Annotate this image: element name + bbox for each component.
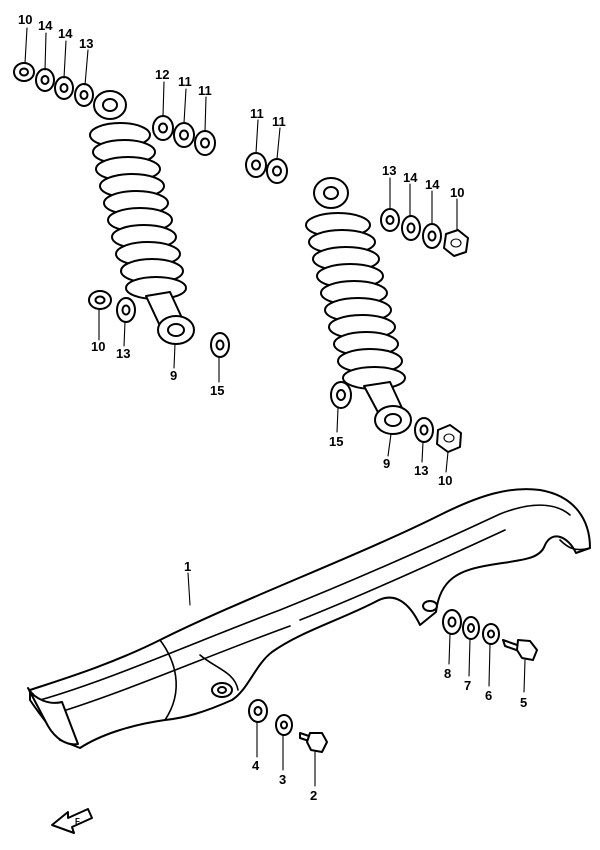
callout-15: 15 (329, 434, 343, 449)
callout-13: 13 (382, 163, 396, 178)
washer-icon (152, 115, 174, 141)
callout-14: 14 (425, 177, 440, 192)
washer-icon (54, 76, 74, 100)
callout-8: 8 (444, 666, 451, 681)
washer-icon (173, 122, 195, 148)
washer-icon (194, 130, 216, 156)
hardware-washers-nuts (13, 62, 538, 753)
front-arrow-label: F (75, 817, 80, 826)
callout-2: 2 (310, 788, 317, 803)
washer-icon (275, 714, 293, 736)
washer-icon (380, 208, 400, 232)
bolt-icon (502, 639, 538, 661)
nut-icon (443, 229, 469, 257)
callout-9: 9 (383, 456, 390, 471)
washer-icon (245, 152, 267, 178)
washer-icon (482, 623, 500, 645)
washer-icon (401, 215, 421, 241)
callout-11: 11 (250, 106, 264, 121)
washer-icon (414, 417, 434, 443)
callout-13: 13 (116, 346, 130, 361)
callout-11: 11 (272, 114, 286, 129)
callout-14: 14 (58, 26, 73, 41)
washer-icon (330, 381, 352, 409)
left-shock-absorber (89, 90, 195, 345)
washer-icon (210, 332, 230, 358)
callout-15: 15 (210, 383, 224, 398)
callout-4: 4 (252, 758, 260, 773)
washer-icon (462, 616, 480, 640)
washer-icon (116, 297, 136, 323)
callout-1: 1 (184, 559, 191, 574)
callout-7: 7 (464, 678, 471, 693)
nut-icon (436, 424, 462, 453)
callout-14: 14 (38, 18, 53, 33)
callout-14: 14 (403, 170, 418, 185)
callout-5: 5 (520, 695, 527, 710)
washer-icon (266, 158, 288, 184)
callout-10: 10 (438, 473, 452, 488)
callout-11: 11 (198, 83, 212, 98)
washer-icon (442, 609, 462, 635)
callout-3: 3 (279, 772, 286, 787)
washer-icon (248, 699, 268, 723)
callout-12: 12 (155, 67, 169, 82)
callout-10: 10 (91, 339, 105, 354)
washer-icon (35, 68, 55, 92)
callout-labels: 10 14 14 13 12 11 11 11 11 10 13 9 15 13… (18, 12, 527, 803)
right-shock-absorber (305, 177, 412, 435)
nut-icon (13, 62, 35, 82)
callout-10: 10 (18, 12, 32, 27)
washer-icon (74, 83, 94, 107)
callout-13: 13 (414, 463, 428, 478)
callout-11: 11 (178, 74, 192, 89)
callout-9: 9 (170, 368, 177, 383)
callout-10: 10 (450, 185, 464, 200)
leader-lines (24, 27, 526, 787)
chain-guard (27, 488, 591, 749)
nut-icon (88, 290, 112, 310)
callout-6: 6 (485, 688, 492, 703)
front-direction-arrow-icon: F (51, 808, 93, 834)
callout-13: 13 (79, 36, 93, 51)
bolt-icon (299, 732, 328, 753)
washer-icon (422, 223, 442, 249)
